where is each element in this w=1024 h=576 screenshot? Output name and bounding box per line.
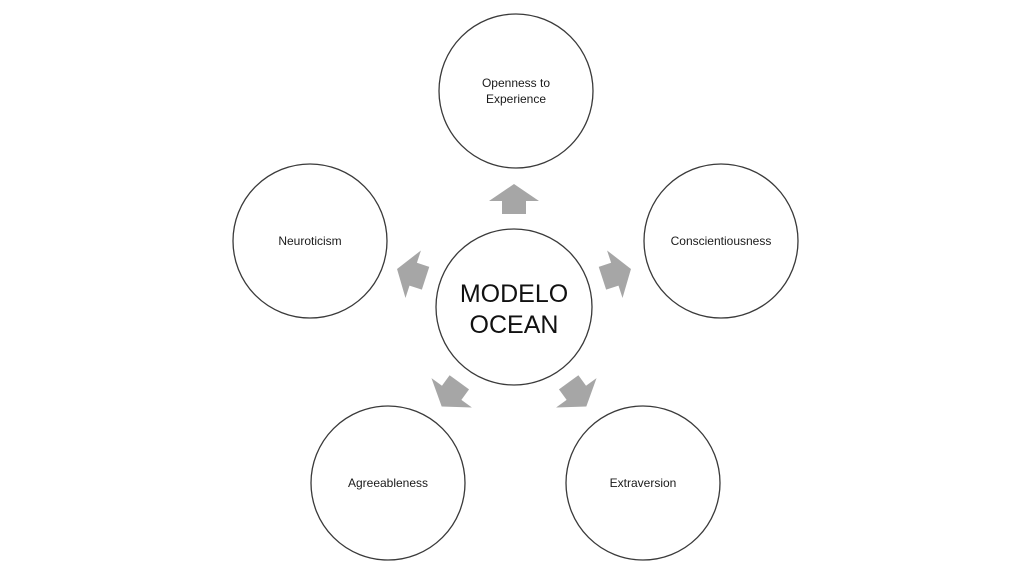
trait-label-openness-line1: Openness to bbox=[482, 76, 550, 90]
arrow-neuroticism bbox=[397, 250, 430, 298]
trait-circle-conscientiousness bbox=[643, 163, 799, 319]
trait-node-extraversion: Extraversion bbox=[565, 405, 721, 561]
arrow-extraversion bbox=[556, 375, 597, 408]
center-circle bbox=[435, 228, 593, 386]
trait-node-neuroticism: Neuroticism bbox=[232, 163, 388, 319]
trait-label-conscientiousness: Conscientiousness bbox=[671, 234, 772, 248]
trait-label-extraversion: Extraversion bbox=[610, 476, 677, 490]
center-label-line1: MODELO bbox=[460, 280, 568, 308]
arrows-group bbox=[397, 184, 631, 408]
trait-node-conscientiousness: Conscientiousness bbox=[643, 163, 799, 319]
arrow-agreeableness bbox=[431, 375, 472, 408]
center-label-line2: OCEAN bbox=[470, 311, 559, 339]
trait-node-agreeableness: Agreeableness bbox=[310, 405, 466, 561]
trait-label-neuroticism: Neuroticism bbox=[278, 234, 341, 248]
trait-circle-openness bbox=[438, 13, 594, 169]
trait-label-agreeableness: Agreeableness bbox=[348, 476, 428, 490]
trait-label-openness-line2: Experience bbox=[486, 92, 546, 106]
trait-node-openness: Openness to Experience bbox=[438, 13, 594, 169]
center-node: MODELO OCEAN bbox=[435, 228, 593, 386]
arrow-openness bbox=[489, 184, 539, 214]
trait-circle-extraversion bbox=[565, 405, 721, 561]
arrow-conscientiousness bbox=[598, 250, 631, 298]
trait-circle-agreeableness bbox=[310, 405, 466, 561]
trait-circle-neuroticism bbox=[232, 163, 388, 319]
